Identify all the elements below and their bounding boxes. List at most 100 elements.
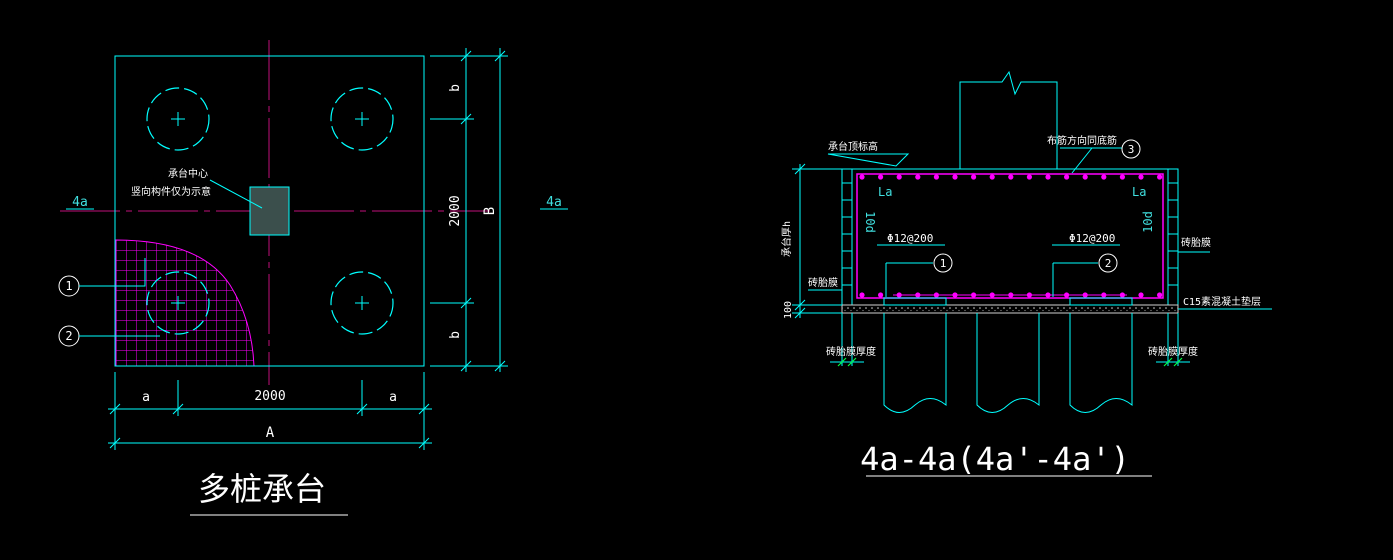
section-title: 4a-4a(4a'-4a'): [860, 440, 1130, 478]
brick-wall-left: [841, 168, 853, 306]
rebar-dot: [952, 292, 958, 298]
callout-3-text: 3: [1128, 143, 1135, 156]
rebar-dot: [952, 174, 958, 180]
brick-thickness-right: 砖胎膜厚度: [1148, 345, 1198, 358]
pile-cap-outline: [114, 55, 425, 367]
brick-label-left: 砖胎膜: [808, 276, 838, 289]
la-right: La: [1132, 185, 1146, 199]
column-with-break: [959, 70, 1058, 169]
center-note-line1: 承台中心: [168, 167, 208, 180]
rebar-dot: [859, 174, 865, 180]
callout-2-text: 2: [65, 329, 72, 343]
brick-wall-right: [1167, 168, 1179, 306]
rebar-left-label: Φ12@200: [887, 232, 933, 245]
rebar-dot: [915, 292, 921, 298]
callout-2-section-text: 2: [1105, 257, 1112, 270]
rebar-dot: [1157, 174, 1163, 180]
section-left-dimensions: [792, 163, 1210, 319]
pile-top-left: [146, 87, 210, 151]
callout-1-section-leader: [885, 262, 933, 297]
top-elevation-label: 承台顶标高: [828, 140, 878, 153]
rebar-dot: [1082, 174, 1088, 180]
rebar-dot: [896, 292, 902, 298]
rebar-dot: [933, 174, 940, 180]
rebar-cage: [856, 173, 1164, 299]
ten-d-right: 10d: [1141, 211, 1155, 233]
pile-bottom-left: [146, 271, 210, 335]
bottom-rebar-dots: [859, 292, 1163, 298]
callout-1-section-circle: [933, 253, 953, 273]
elevation-symbol: [827, 153, 910, 167]
dim-right-a: a: [389, 390, 397, 405]
section-mark-right: 4a: [546, 195, 562, 210]
dim-middle-vertical: 2000: [448, 195, 463, 226]
rebar-dot: [1064, 174, 1070, 180]
section-piles: [883, 313, 1133, 413]
rebar-dot: [1101, 174, 1107, 180]
rebar-dot: [933, 292, 940, 298]
rebar-right-label: Φ12@200: [1069, 232, 1115, 245]
pile-heads: [883, 297, 1133, 306]
column-footprint: [249, 186, 290, 236]
pile-top-right: [330, 87, 394, 151]
brick-thickness-ticks: [837, 357, 1183, 367]
rebar-dot: [1026, 292, 1032, 298]
section-view: [792, 70, 1272, 477]
dim-middle-horizontal: 2000: [254, 389, 285, 404]
callout-2-section-leader: [1052, 262, 1098, 297]
callout-1-section-text: 1: [940, 257, 947, 270]
cushion-dim: 100: [783, 301, 794, 319]
top-rebar-dots: [859, 174, 1163, 180]
rebar-dot: [989, 292, 995, 298]
rebar-dot: [878, 292, 884, 298]
callout-1-leader: [79, 258, 146, 287]
distribution-label: 布筋方向同底筋: [1047, 134, 1117, 147]
rebar-dot: [1119, 174, 1125, 180]
cushion-layer: [841, 304, 1179, 314]
dim-top-b: b: [448, 84, 463, 92]
piles: [146, 87, 394, 335]
rebar-dot: [1101, 292, 1107, 298]
rebar-dot: [1064, 292, 1070, 298]
dim-total-horizontal: A: [266, 425, 275, 441]
dim-left-a: a: [142, 390, 150, 405]
brick-label-right: 砖胎膜: [1181, 236, 1211, 249]
rebar-dot: [1119, 292, 1125, 298]
cushion-label: C15素混凝土垫层: [1183, 295, 1261, 308]
rebar-dot: [1045, 292, 1051, 298]
rebar-dot: [1008, 292, 1014, 298]
rebar-dot: [1045, 174, 1051, 180]
brick-thickness-dims: [830, 313, 1190, 366]
rebar-dot: [859, 292, 865, 298]
pile-bottom-right: [330, 271, 394, 335]
thickness-label: 承台厚h: [780, 221, 793, 257]
rebar-dot: [878, 174, 884, 180]
dim-bottom-b: b: [448, 331, 463, 339]
rebar-dot: [1008, 174, 1014, 180]
rebar-dot: [1138, 292, 1144, 298]
rebar-dot: [1082, 292, 1088, 298]
rebar-dot: [896, 174, 902, 180]
center-note-line2: 竖向构件仅为示意: [131, 185, 211, 198]
distribution-pointer: [1071, 147, 1093, 174]
rebar-dot: [989, 174, 995, 180]
dim-total-vertical: B: [482, 207, 498, 215]
ten-d-left: 10d: [863, 211, 877, 233]
callout-2-section-circle: [1098, 253, 1118, 273]
rebar-dot: [915, 174, 921, 180]
callout-1-text: 1: [65, 279, 72, 293]
section-mark-left: 4a: [72, 195, 88, 210]
plan-view: [58, 40, 568, 516]
pile-center-marks: [171, 112, 369, 310]
rebar-dot: [1138, 174, 1144, 180]
rebar-dot: [971, 174, 977, 180]
rebar-dot: [1157, 292, 1163, 298]
center-note-leader: [209, 179, 263, 209]
rebar-dot: [971, 292, 977, 298]
brick-thickness-left: 砖胎膜厚度: [826, 345, 876, 358]
horizontal-dimensions: [108, 372, 432, 450]
la-left: La: [878, 185, 892, 199]
vertical-dimensions: [430, 48, 508, 372]
callout-3-circle: [1121, 139, 1141, 159]
